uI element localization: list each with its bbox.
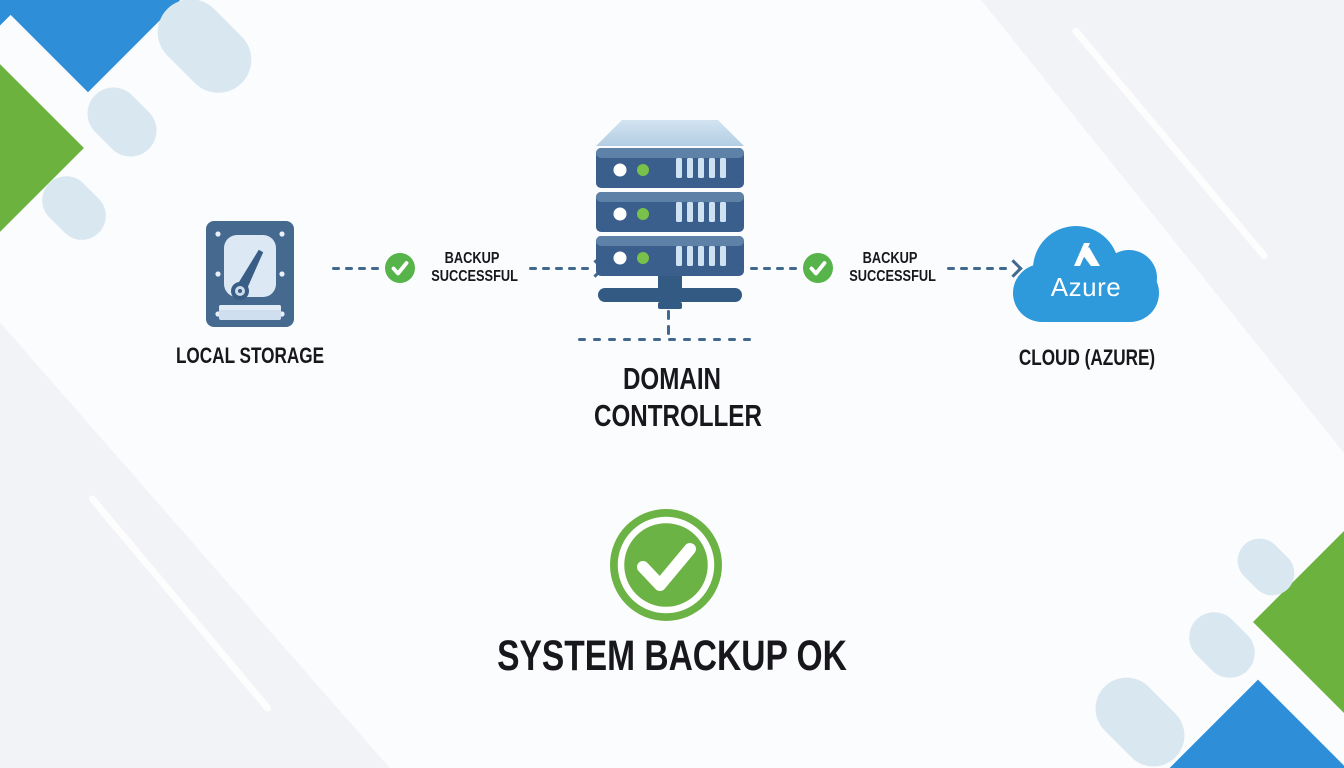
dashed-line bbox=[750, 266, 797, 270]
dashed-line-vertical bbox=[667, 310, 670, 335]
azure-wordmark: Azure bbox=[1050, 272, 1122, 302]
azure-logo-icon bbox=[1074, 243, 1100, 266]
backup-successful-label: BACKUP SUCCESSFUL bbox=[849, 250, 936, 285]
decoration-pill bbox=[144, 0, 265, 107]
dashed-line bbox=[578, 338, 768, 341]
check-badge-icon bbox=[610, 509, 722, 621]
server-rack-icon bbox=[596, 120, 744, 309]
azure-cloud-icon: Azure bbox=[1013, 226, 1159, 322]
connection-dc-to-cloud: BACKUP SUCCESSFUL bbox=[750, 238, 1023, 298]
dashed-line bbox=[332, 266, 379, 270]
domain-controller-label: DOMAIN CONTROLLER bbox=[594, 361, 762, 433]
cloud-azure-label: CLOUD (AZURE) bbox=[1018, 345, 1156, 370]
dashed-line bbox=[947, 266, 1007, 270]
connection-local-to-dc: BACKUP SUCCESSFUL bbox=[332, 238, 605, 298]
hard-drive-icon bbox=[206, 221, 294, 327]
decoration-pill bbox=[1082, 664, 1198, 768]
cloud-base bbox=[1013, 264, 1159, 322]
check-circle-icon bbox=[385, 253, 415, 283]
backup-successful-label: BACKUP SUCCESSFUL bbox=[431, 250, 518, 285]
decoration-pill bbox=[76, 76, 168, 168]
local-storage-label: LOCAL STORAGE bbox=[175, 343, 325, 368]
dashed-line bbox=[529, 266, 589, 270]
system-backup-ok-label: SYSTEM BACKUP OK bbox=[497, 632, 847, 680]
check-circle-icon bbox=[803, 253, 833, 283]
